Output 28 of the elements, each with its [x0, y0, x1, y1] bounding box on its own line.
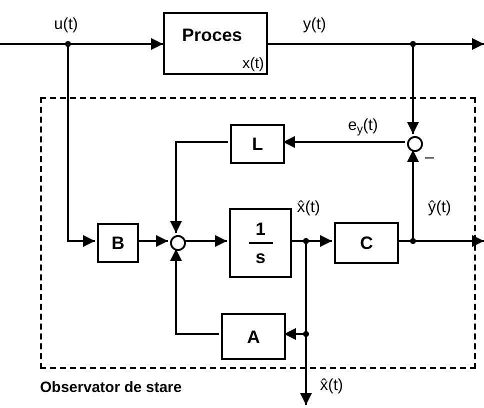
block-label: C: [360, 234, 373, 252]
block-label: A: [247, 328, 260, 346]
signal-arrow: [137, 235, 168, 247]
integrator-block: [229, 208, 292, 278]
gain-block: [230, 124, 285, 164]
signal-arrow: [283, 136, 405, 148]
block-label: L: [252, 135, 263, 153]
sign: –: [425, 150, 434, 166]
signal-label: ŷ(t): [428, 200, 452, 216]
signal-arrow: [170, 249, 219, 335]
signal-label: e$_{y}$(t): [348, 118, 378, 134]
gain-block: [221, 313, 286, 360]
signal-label: y(t): [303, 17, 326, 33]
block-label: B: [112, 234, 124, 252]
process-block: [163, 12, 268, 75]
numerator: 1: [255, 220, 266, 238]
summing-junction: [170, 235, 186, 251]
denominator: s: [255, 248, 266, 266]
state-label: x(t): [242, 56, 264, 71]
signal-label: x̂(t): [297, 200, 320, 216]
region-title: Observator de stare: [40, 378, 182, 398]
block-label: Proces: [182, 26, 242, 44]
gain-block: [334, 222, 399, 264]
gain-block: [97, 223, 139, 263]
signal-label: x̂(t): [320, 378, 344, 394]
signal-arrow: [170, 141, 228, 233]
signal-arrow: [184, 235, 227, 247]
signal-label: u(t): [54, 17, 78, 33]
